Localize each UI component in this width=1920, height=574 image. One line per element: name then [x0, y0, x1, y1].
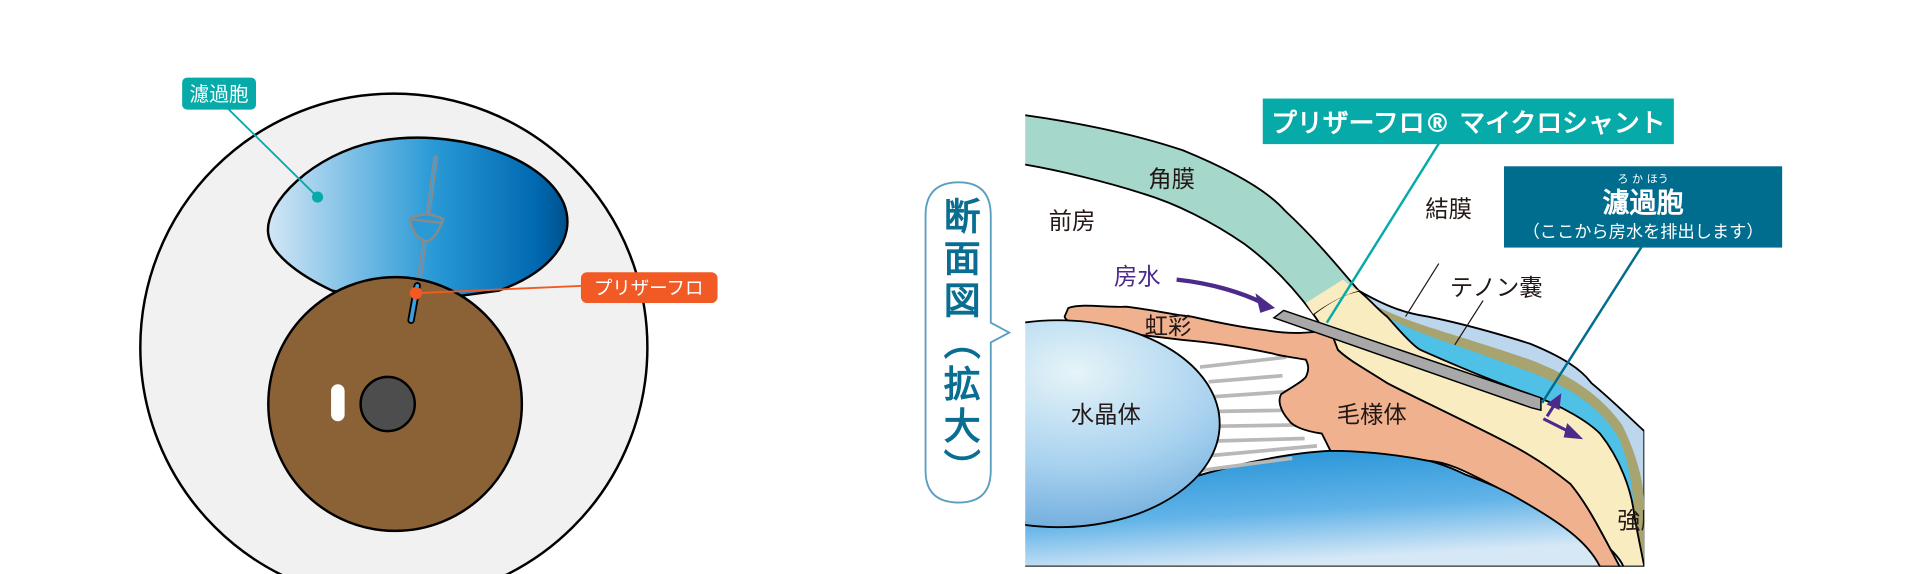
limbus: [1305, 279, 1359, 315]
aqueous-humor-label: 房水: [1114, 263, 1161, 291]
shunt-marker-dot: [409, 287, 423, 300]
aqueous-arrowhead: [1255, 293, 1276, 313]
bleb-label: 濾過胞: [190, 83, 249, 106]
zonule-fibers: [1199, 355, 1318, 473]
shunt-callout-box: [1262, 98, 1674, 145]
conjunctiva-label: 結膜: [1425, 195, 1472, 223]
pupil: [359, 375, 417, 433]
shunt-leader-line: [415, 284, 584, 295]
sclera-label: 強膜: [1617, 506, 1664, 534]
tenon-label: テノン嚢: [1450, 274, 1543, 302]
shunt-callout-text: プリザーフロ® マイクロシャント: [1271, 109, 1665, 139]
shunt-device: [408, 155, 445, 289]
bleb-ruby-text: ろ か ほう: [1617, 172, 1668, 185]
bleb-callout-title: 濾過胞: [1602, 188, 1683, 219]
cornea-label: 角膜: [1148, 165, 1195, 193]
bleb-marker-dot: [312, 191, 324, 203]
bleb-label-box: [182, 77, 256, 110]
shunt-box-leader-line: [1325, 140, 1442, 324]
bubble-outline: [924, 181, 1012, 504]
iris-ciliary-body: [1063, 304, 1621, 567]
lens: [1025, 319, 1221, 529]
tenon-leader-line: [1454, 300, 1484, 346]
bleb-box-leader-line: [1541, 245, 1643, 404]
lens-label: 水晶体: [1071, 400, 1141, 428]
light-reflection: [331, 384, 345, 422]
shunt-label: プリザーフロ: [594, 278, 704, 299]
bleb-callout-box: [1504, 166, 1783, 248]
anterior-chamber-label: 前房: [1049, 207, 1096, 235]
microshunt: [1272, 309, 1542, 412]
ciliary-body-label: 毛様体: [1337, 400, 1407, 428]
outflow-arrows: [1542, 393, 1584, 440]
cross-section-bubble: 断面図（拡大）: [924, 181, 1012, 504]
cross-section: 角膜 前房 房水 虹彩 水晶体 毛様体 結膜 テノン嚢 強膜: [1025, 114, 1664, 567]
iris-label: 虹彩: [1145, 312, 1192, 340]
conjunctiva-leader-line: [1405, 263, 1440, 317]
shunt-label-box: [580, 272, 718, 304]
bubble-title: 断面図（拡大）: [937, 197, 980, 490]
aqueous-flow-arrow: [1176, 277, 1264, 305]
bleb-leader-line: [227, 107, 319, 198]
bleb-callout-subtitle: （ここから房水を排出します）: [1523, 223, 1764, 243]
front-view: 濾過胞 プリザーフロ: [139, 77, 718, 574]
